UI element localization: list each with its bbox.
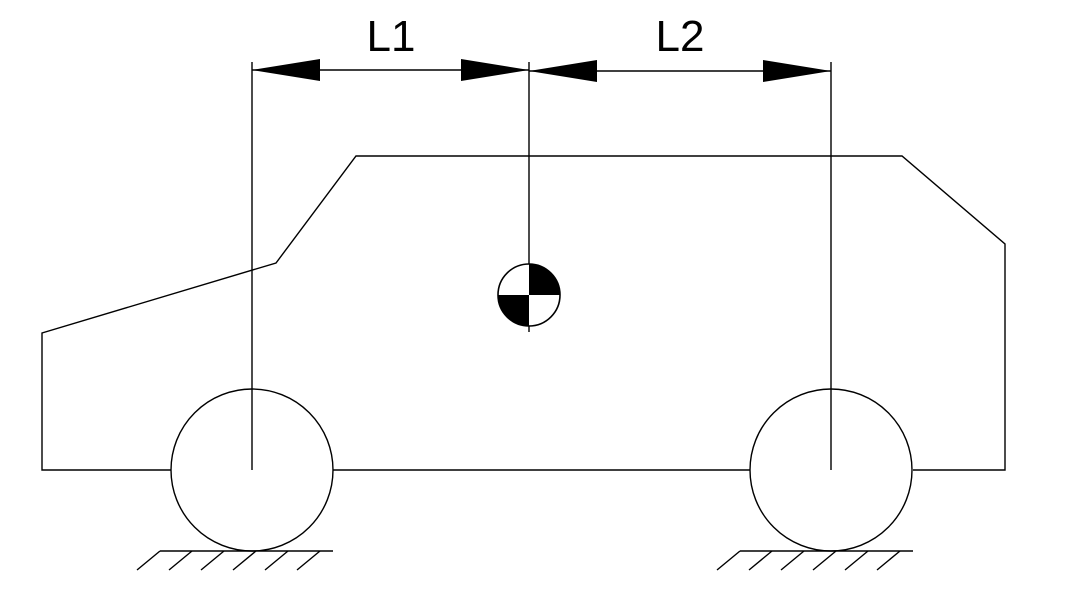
dimension-l2-label: L2 xyxy=(656,12,705,61)
front-ground-hatch xyxy=(168,550,193,571)
rear-ground-hatch xyxy=(780,550,805,571)
dimension-l1-label: L1 xyxy=(367,12,416,61)
front-ground-hatch xyxy=(296,550,321,571)
body-outline xyxy=(41,155,1006,471)
rear-ground-hatch xyxy=(716,550,741,571)
dimension-l2: L2 xyxy=(529,12,831,82)
front-ground-hatch xyxy=(200,550,225,571)
front-ground xyxy=(136,550,333,571)
vehicle-body xyxy=(41,155,1006,471)
front-ground-hatch xyxy=(264,550,289,571)
dimension-l1-right-arrow xyxy=(461,59,529,81)
dimension-l2-right-arrow xyxy=(763,60,831,82)
dimension-l1: L1 xyxy=(252,12,529,81)
rear-ground xyxy=(716,550,913,571)
front-ground-hatch xyxy=(232,550,257,571)
dimension-l1-left-arrow xyxy=(252,59,320,81)
rear-ground-hatch xyxy=(876,550,901,571)
cg-quadrant-top-right xyxy=(529,264,560,295)
front-ground-hatch xyxy=(136,550,161,571)
rear-ground-hatch xyxy=(844,550,869,571)
rear-ground-hatch xyxy=(748,550,773,571)
center-of-gravity-icon xyxy=(497,263,561,327)
rear-ground-hatch xyxy=(812,550,837,571)
dimension-l2-left-arrow xyxy=(529,60,597,82)
cg-quadrant-bottom-left xyxy=(498,295,529,326)
